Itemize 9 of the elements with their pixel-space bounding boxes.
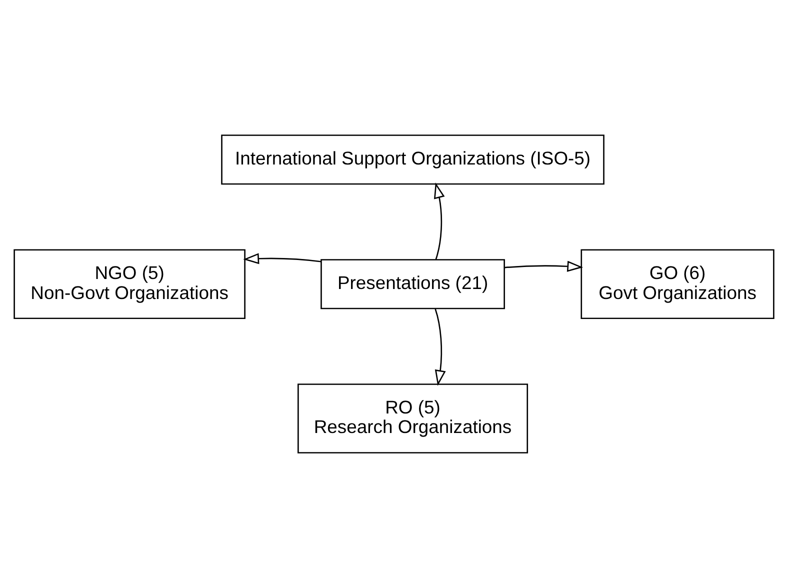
node-box: GO (6) Govt Organizations [580,249,774,320]
node-box: NGO (5) Non-Govt Organizations [14,249,246,320]
node-box: RO (5) Research Organizations [298,384,528,454]
arrow [434,182,445,260]
arrow [243,253,322,264]
arrow [434,308,446,386]
arrow [504,260,584,272]
node-box: International Support Organizations (ISO-5) [221,134,604,185]
node-box: Presentations (21) [320,259,505,310]
